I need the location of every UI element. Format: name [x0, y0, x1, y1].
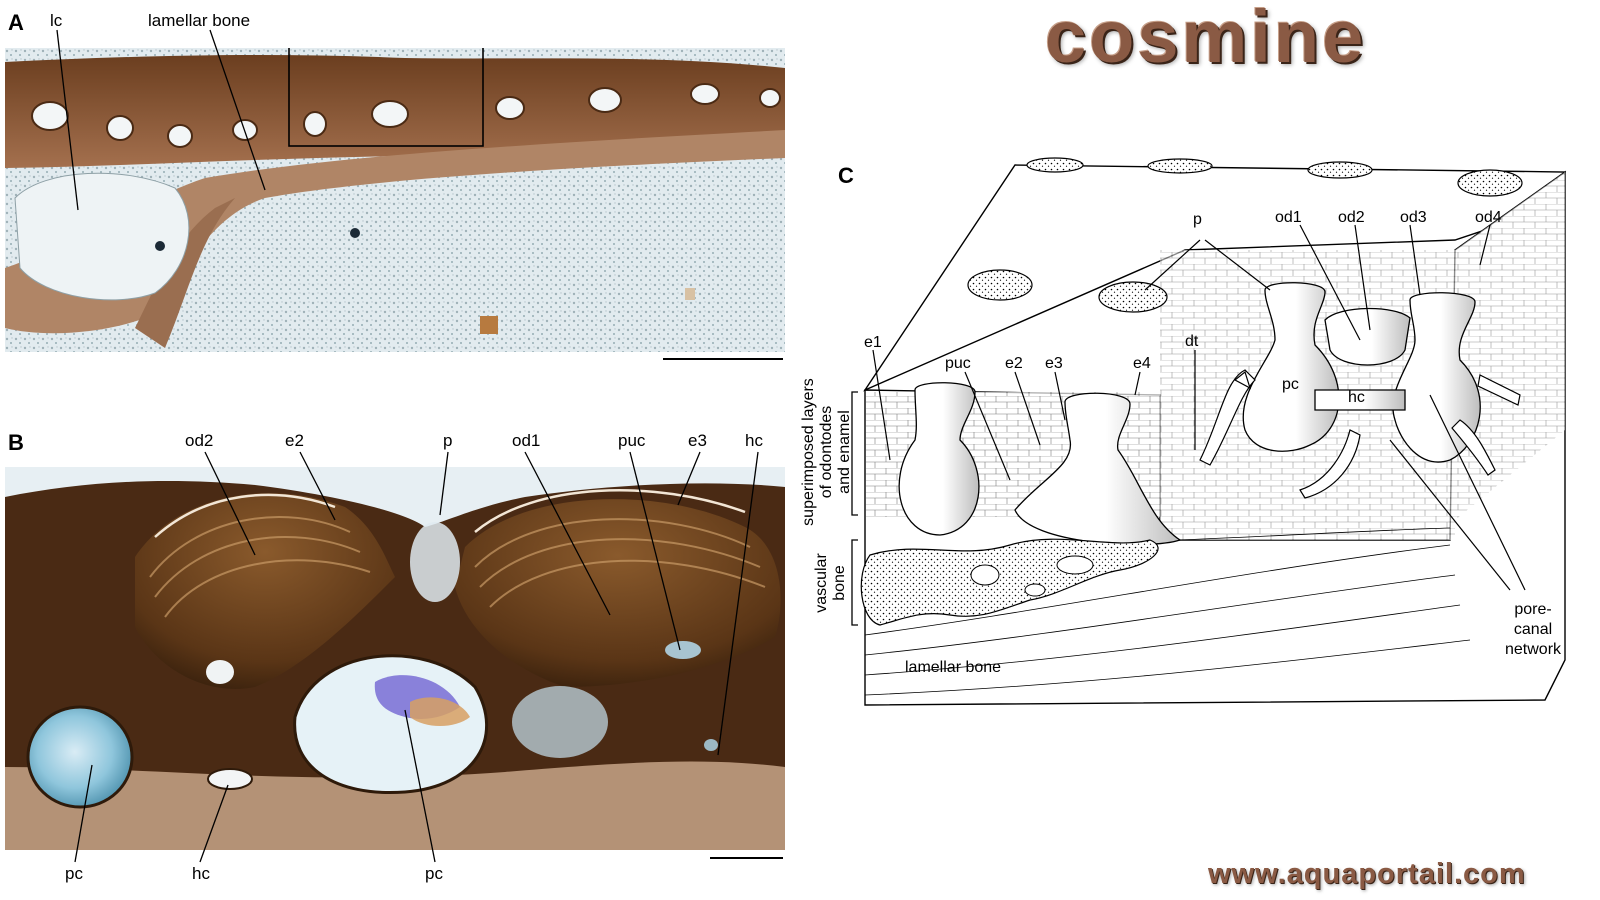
panel-c-label-od1: od1: [1275, 209, 1302, 226]
panel-a-label-lc: lc: [50, 11, 63, 30]
vascular-label-line-2: bone: [831, 565, 848, 601]
layers-label-line-1: superimposed layers: [800, 378, 817, 526]
panel-b-label-e2: e2: [285, 431, 304, 450]
panel-c-label-od4: od4: [1475, 209, 1502, 226]
panel-b-label-puc: puc: [618, 431, 646, 450]
panel-a-letter: A: [8, 10, 24, 35]
panel-c-label-e1: e1: [864, 334, 882, 351]
layers-label-line-2: of odontodes: [818, 405, 835, 499]
panel-b-label-e3: e3: [688, 431, 707, 450]
panel-b-label-p: p: [443, 431, 453, 450]
vascular-label-line-1: vascular: [813, 553, 830, 613]
panel-a-scale-bar: [663, 358, 783, 360]
panel-c-label-e3: e3: [1045, 355, 1063, 372]
panel-c-label-e2: e2: [1005, 355, 1023, 372]
panel-b-scale-bar: [710, 857, 783, 859]
panel-c-label-pore-canal-network: pore- canal network: [1505, 600, 1561, 660]
panel-b-label-hc-top: hc: [745, 431, 763, 450]
website-watermark: www.aquaportail.com: [1208, 858, 1526, 890]
panel-c-label-puc: puc: [945, 355, 971, 372]
panel-c-label-dt: dt: [1185, 333, 1199, 350]
pore-label-line-1: pore-: [1514, 601, 1552, 618]
panel-b-label-od1: od1: [512, 431, 541, 450]
layers-label-line-3: and enamel: [836, 410, 853, 494]
pore-label-line-3: network: [1505, 641, 1562, 658]
panel-b-label-pc-left: pc: [65, 864, 83, 883]
panel-c-label-e4: e4: [1133, 355, 1151, 372]
panel-c-label-superimposed-layers: superimposed layers of odontodes and ena…: [800, 377, 854, 527]
panel-b-label-hc-bottom: hc: [192, 864, 210, 883]
panel-b-letter: B: [8, 430, 24, 455]
panel-c-label-hc: hc: [1348, 389, 1365, 406]
panel-c-letter: C: [838, 163, 854, 188]
panel-c-label-od3: od3: [1400, 209, 1427, 226]
panel-a-label-lamellar-bone: lamellar bone: [148, 11, 251, 30]
panel-c-label-od2: od2: [1338, 209, 1365, 226]
panel-b-label-pc-mid: pc: [425, 864, 443, 883]
panel-c-label-vascular-bone: vascular bone: [813, 548, 849, 618]
page-title: cosmine: [1045, 0, 1367, 78]
pore-label-line-2: canal: [1513, 621, 1553, 638]
panel-c-label-pc: pc: [1282, 376, 1299, 393]
panel-c-label-p: p: [1193, 211, 1202, 228]
panel-c-label-lamellar-bone: lamellar bone: [905, 659, 1002, 676]
panel-b-label-od2: od2: [185, 431, 214, 450]
